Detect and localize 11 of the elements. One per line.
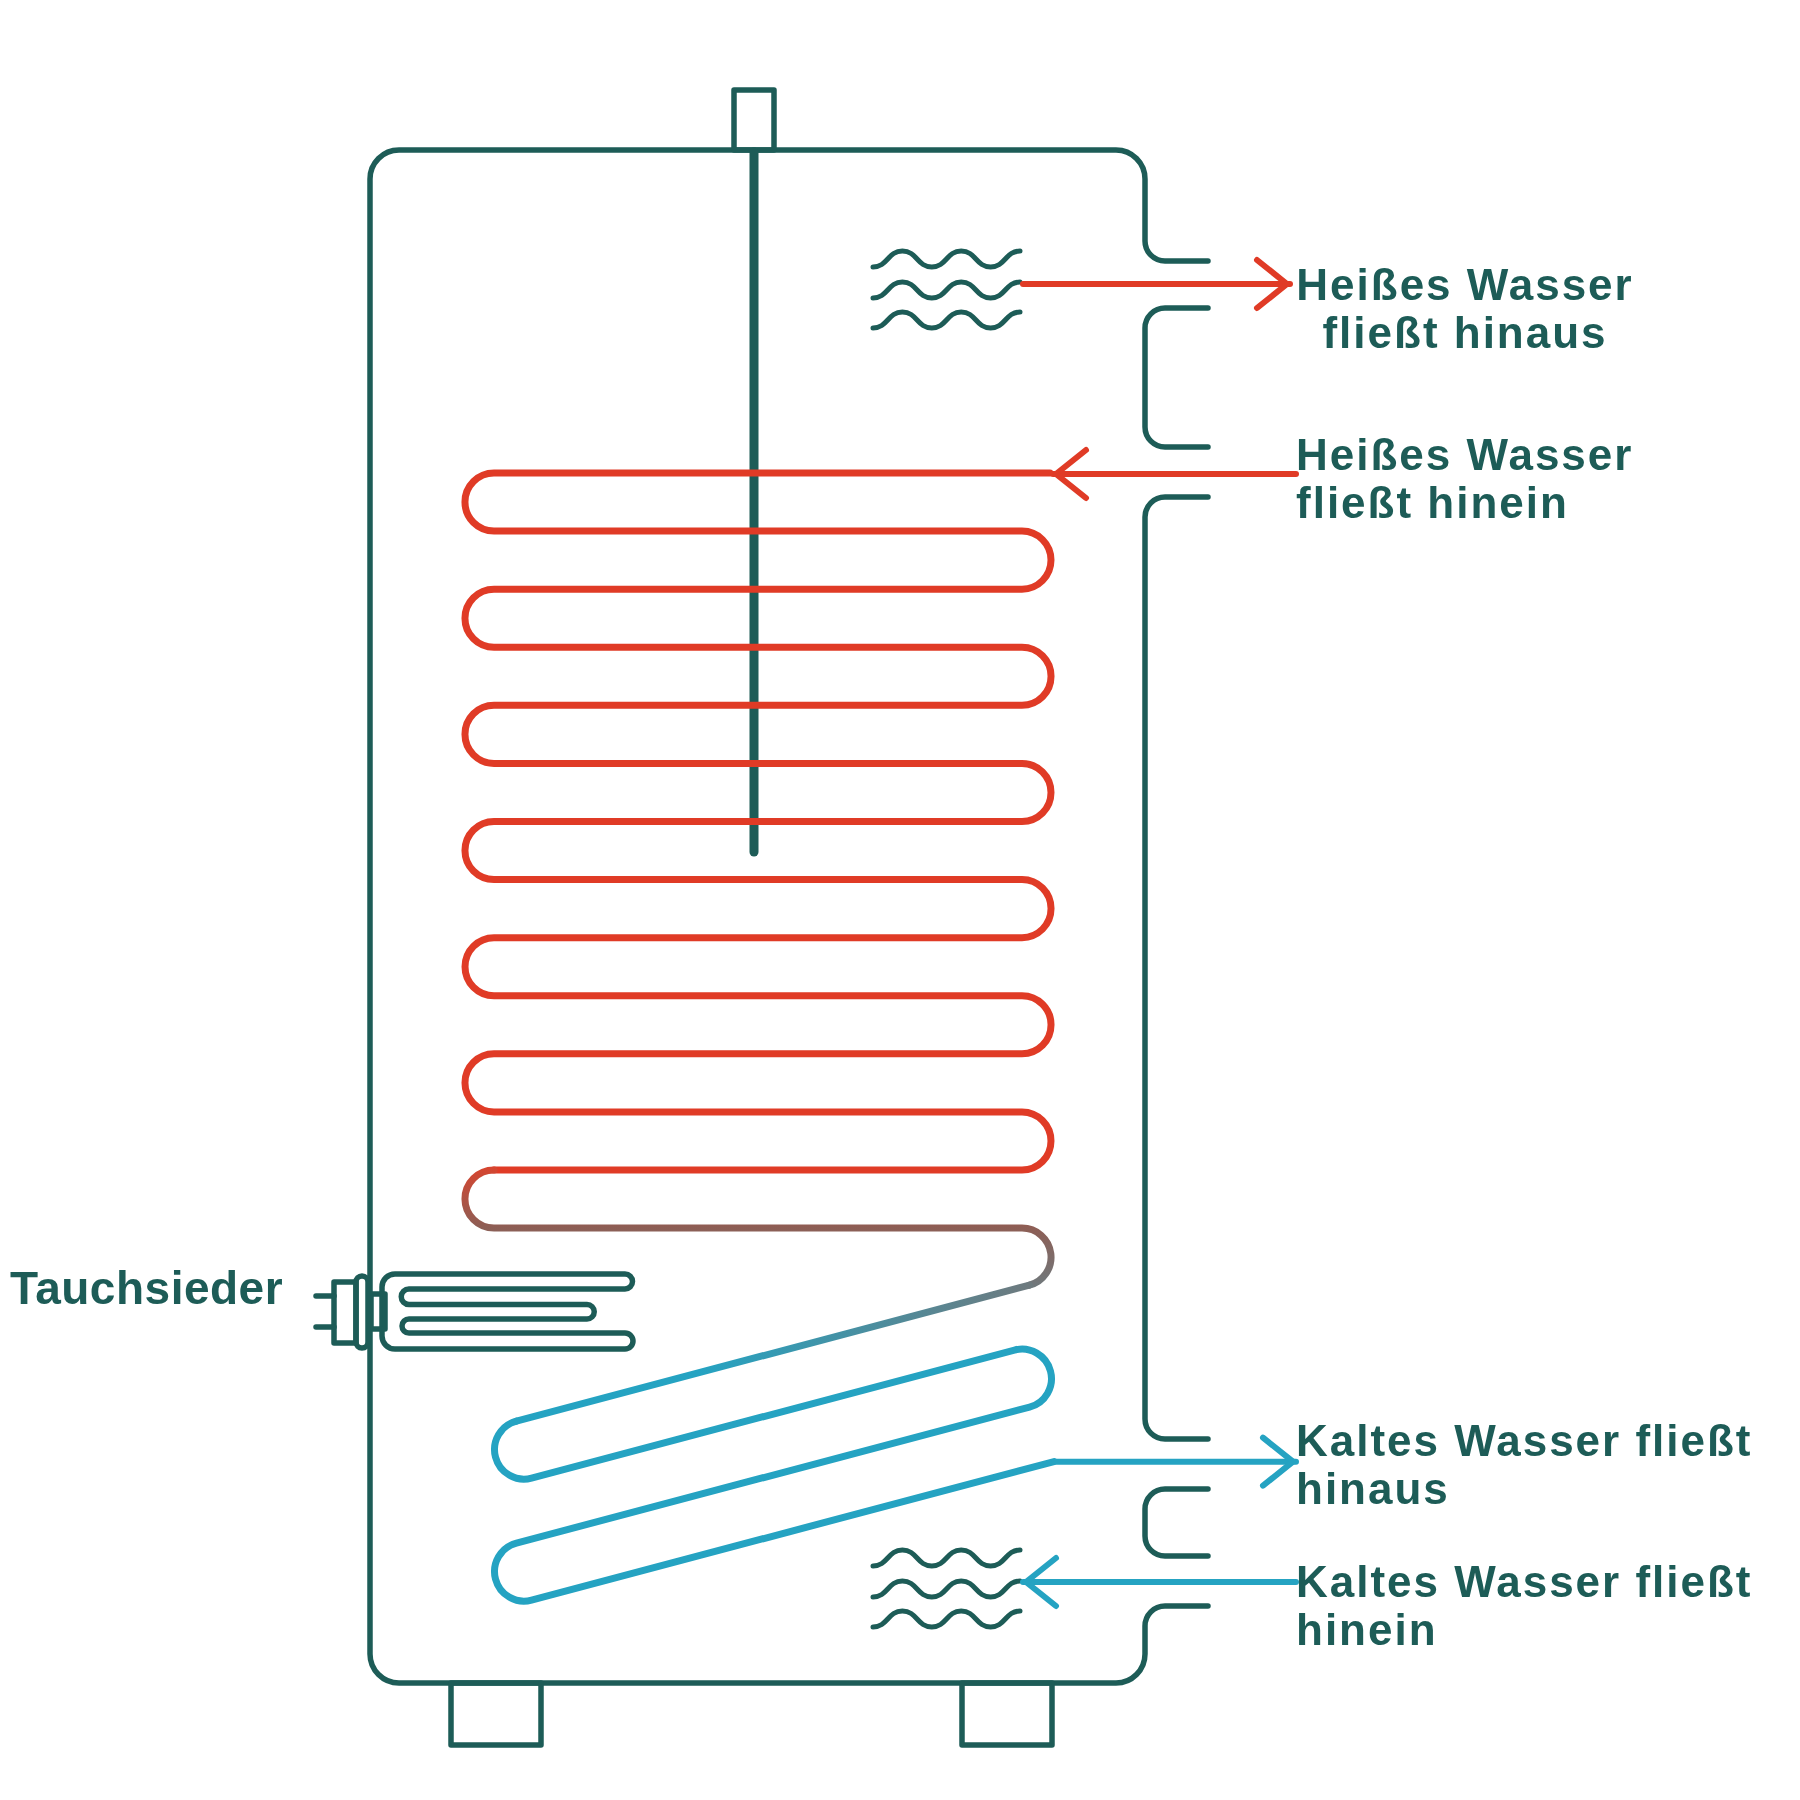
flow-label: Heißes Wasser fließt hinaus <box>1290 261 1640 357</box>
waves-icon <box>870 1547 1023 1630</box>
arrow <box>1020 257 1293 311</box>
flow-label: Heißes Wasser fließt hinein <box>1296 431 1646 527</box>
flow-label: Kaltes Wasser fließt hinein <box>1296 1558 1776 1654</box>
arrow <box>1051 1434 1299 1489</box>
flow-label: Kaltes Wasser fließt hinaus <box>1296 1417 1776 1513</box>
part-label: Tauchsieder <box>10 1263 284 1313</box>
arrow <box>1050 447 1299 501</box>
waves-icon <box>870 248 1023 331</box>
arrow <box>1020 1555 1299 1609</box>
